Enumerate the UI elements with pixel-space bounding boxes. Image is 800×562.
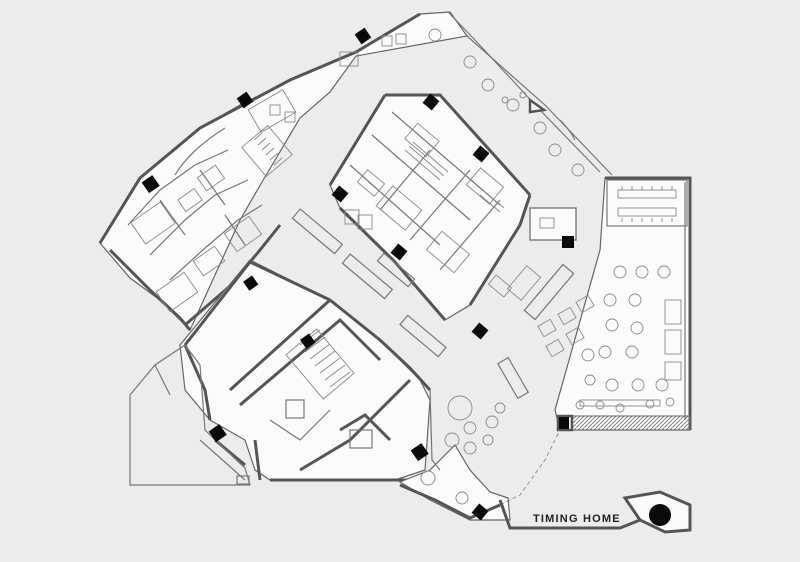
entrance-garden	[398, 389, 692, 534]
left-wing	[98, 11, 469, 332]
plan-title: TIMING HOME	[533, 513, 621, 525]
central-units	[328, 93, 542, 321]
terrace	[428, 11, 613, 177]
kitchen-counter	[523, 207, 577, 321]
left-lobby	[129, 344, 251, 486]
structural-columns	[141, 27, 671, 526]
corridor-markings	[291, 208, 530, 400]
service-core	[179, 259, 432, 482]
